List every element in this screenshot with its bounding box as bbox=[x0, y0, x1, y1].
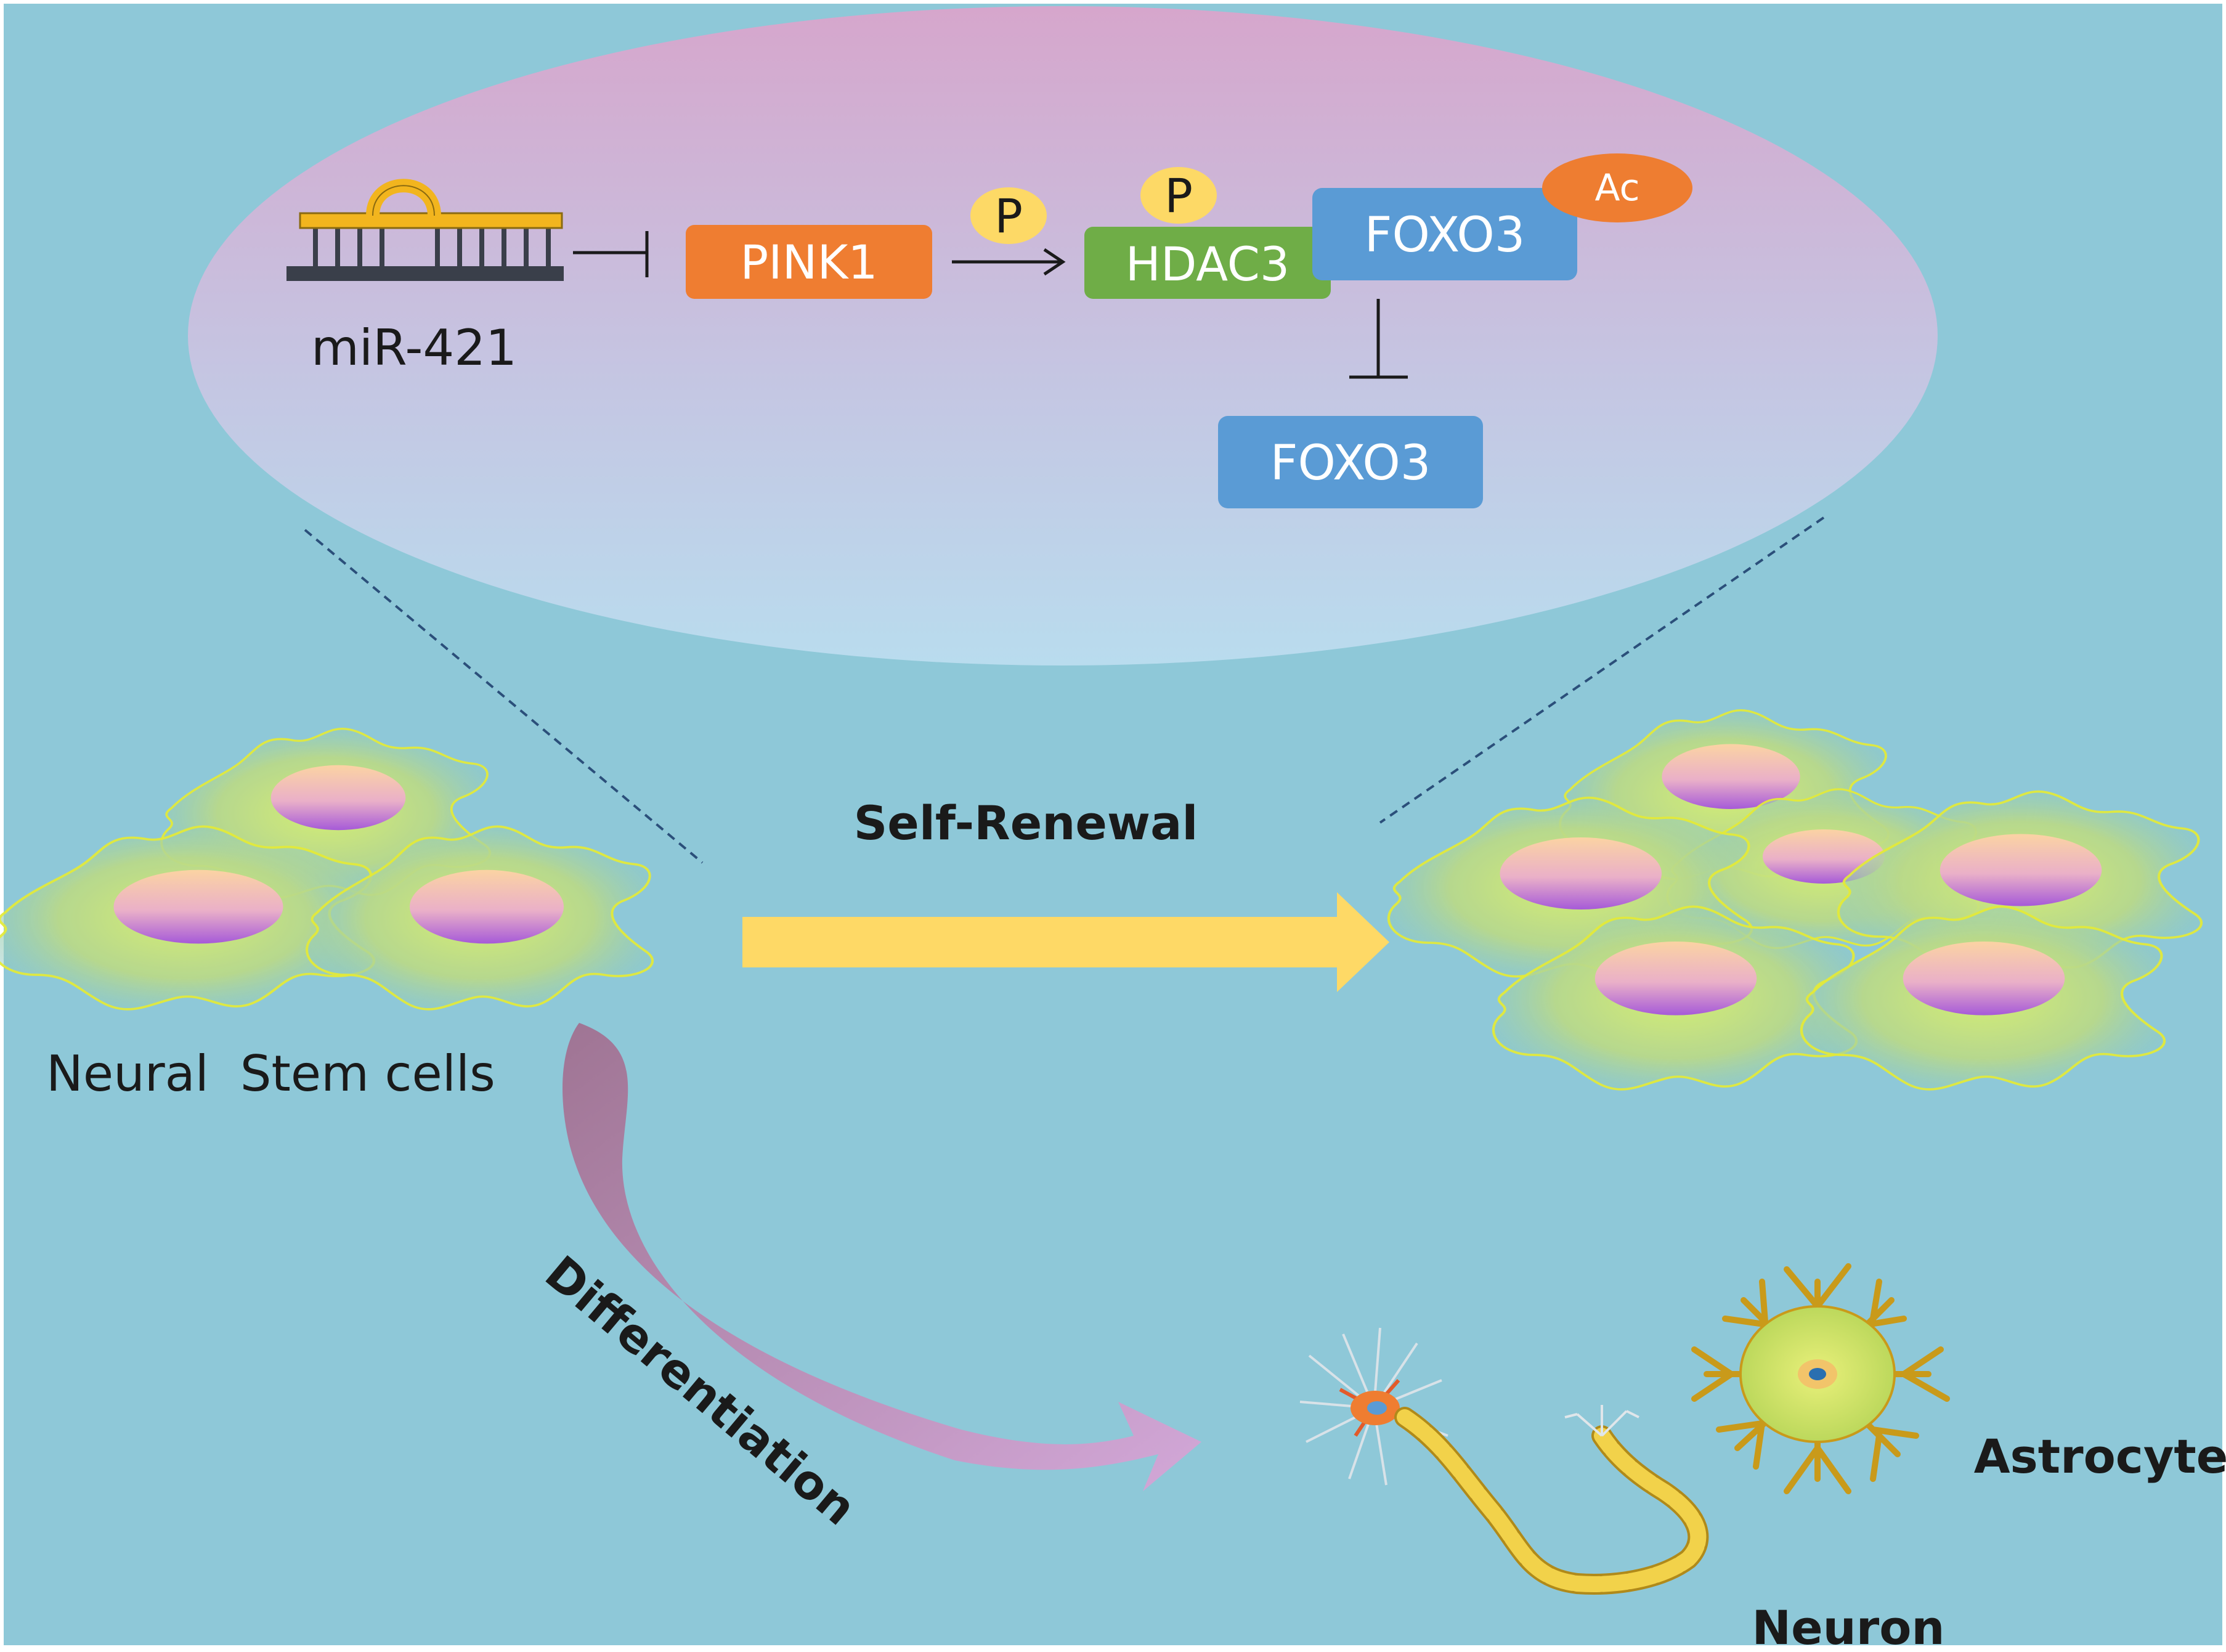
astrocyte-illustration bbox=[1691, 1263, 1950, 1494]
inhibit-arrow-foxo3 bbox=[1349, 299, 1408, 379]
zoom-line-right bbox=[1379, 516, 1825, 824]
phospho-label-2: P bbox=[1164, 168, 1193, 223]
hdac3-node: HDAC3 bbox=[1084, 227, 1331, 299]
foxo3-node: FOXO3 bbox=[1218, 416, 1483, 508]
phospho-label-1: P bbox=[994, 189, 1023, 243]
renewed-cell-cluster bbox=[1389, 709, 2201, 1089]
nsc-cell bbox=[160, 727, 492, 899]
foxo3-acetylated-node: FOXO3 bbox=[1312, 188, 1577, 280]
nsc-cell bbox=[0, 826, 374, 1009]
acetyl-badge: Ac bbox=[1542, 153, 1692, 222]
pink1-node: PINK1 bbox=[686, 225, 932, 299]
acetyl-label: Ac bbox=[1595, 166, 1640, 210]
neuron-illustration bbox=[1299, 1327, 1709, 1595]
inhibit-arrow-mirna-pink1 bbox=[573, 231, 649, 277]
pink1-label: PINK1 bbox=[740, 235, 877, 290]
self-renewal-arrow bbox=[742, 892, 1389, 992]
renewed-cell bbox=[1838, 792, 2201, 970]
renewed-cell bbox=[1493, 906, 1856, 1089]
differentiation-arrow bbox=[563, 1023, 1201, 1491]
self-renewal-label: Self-Renewal bbox=[854, 795, 1198, 850]
astrocyte-label: Astrocyte bbox=[1974, 1429, 2226, 1484]
renewed-cell bbox=[1559, 709, 1890, 881]
nsc-cell bbox=[306, 825, 654, 1011]
hdac3-label: HDAC3 bbox=[1126, 237, 1290, 291]
zoom-line-left bbox=[304, 529, 704, 864]
neuron-label: Neuron bbox=[1752, 1600, 1944, 1649]
foxo3-acetylated-label: FOXO3 bbox=[1365, 208, 1525, 263]
mirna-icon bbox=[286, 179, 564, 281]
phospho-badge-2: P bbox=[1140, 167, 1217, 224]
phospho-badge-1: P bbox=[970, 187, 1047, 244]
nsc-cell-cluster bbox=[0, 727, 654, 1011]
activation-arrow-pink1-hdac3 bbox=[952, 248, 1066, 276]
foxo3-label: FOXO3 bbox=[1270, 436, 1431, 491]
mirna-label: miR-421 bbox=[311, 319, 517, 376]
renewed-cell bbox=[1802, 906, 2164, 1089]
pathway-oval bbox=[188, 6, 1938, 665]
nsc-label: Neural Stem cells bbox=[46, 1045, 495, 1102]
renewed-cell bbox=[1389, 798, 1752, 977]
